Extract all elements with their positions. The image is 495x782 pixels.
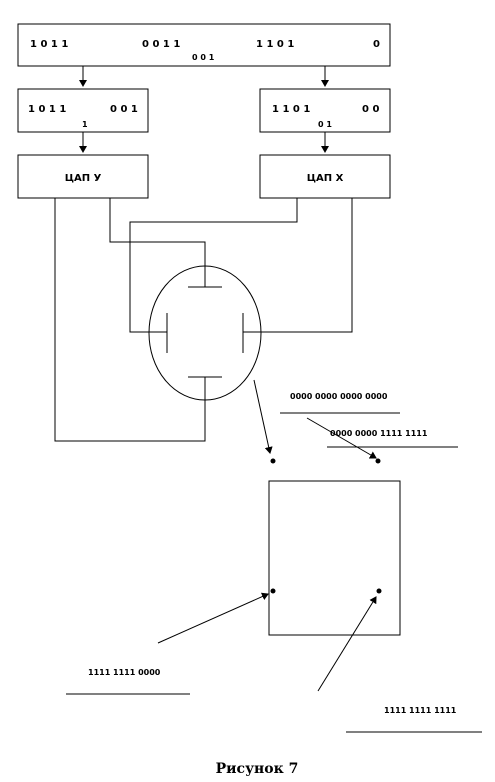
point-top-right bbox=[375, 458, 381, 464]
right-register-sub: 0 1 bbox=[318, 120, 332, 129]
dac-y-label: ЦАП У bbox=[65, 173, 102, 184]
top-register-field-3: 1 1 0 1 bbox=[256, 39, 294, 50]
code-lower-left: 1111 1111 0000 bbox=[88, 668, 161, 677]
point-bottom-left bbox=[270, 588, 276, 594]
wire-dac-x-right-plate bbox=[243, 198, 353, 333]
figure-caption: Рисунок 7 bbox=[216, 761, 299, 777]
right-register-bits: 1 1 0 1 bbox=[272, 104, 310, 115]
arrow-to-bottom-right-point bbox=[317, 596, 377, 692]
beam-arrow bbox=[253, 379, 273, 454]
left-register-bits: 1 0 1 1 bbox=[28, 104, 66, 115]
code-upper-left: 0000 0000 0000 0000 bbox=[290, 392, 388, 401]
code-lower-right: 1111 1111 1111 bbox=[384, 706, 457, 715]
wire-dac-y-bottom-plate bbox=[54, 198, 206, 442]
top-register-field-4: 0 bbox=[373, 39, 380, 50]
top-register-field-1: 1 0 1 1 bbox=[30, 39, 68, 50]
left-register-sub: 1 bbox=[82, 120, 88, 129]
point-top-left bbox=[270, 458, 276, 464]
top-register bbox=[17, 23, 391, 67]
wire-dac-x-left-plate bbox=[129, 198, 298, 333]
top-register-field-2: 0 0 1 1 bbox=[142, 39, 180, 50]
dac-x-box bbox=[259, 154, 391, 199]
top-register-field-2-sub: 0 0 1 bbox=[192, 53, 215, 62]
dac-x-label: ЦАП Х bbox=[307, 173, 344, 184]
screen-rect bbox=[268, 480, 401, 636]
arrow-to-bottom-left-point bbox=[157, 592, 269, 644]
wire-dac-y-top-plate bbox=[109, 198, 206, 287]
left-register-tail: 0 0 1 bbox=[110, 104, 138, 115]
right-register-tail: 0 0 bbox=[362, 104, 379, 115]
point-bottom-right bbox=[376, 588, 382, 594]
dac-y-box bbox=[17, 154, 149, 199]
arrow-to-top-right-point bbox=[306, 417, 377, 459]
code-upper-right: 0000 0000 1111 1111 bbox=[330, 429, 428, 438]
